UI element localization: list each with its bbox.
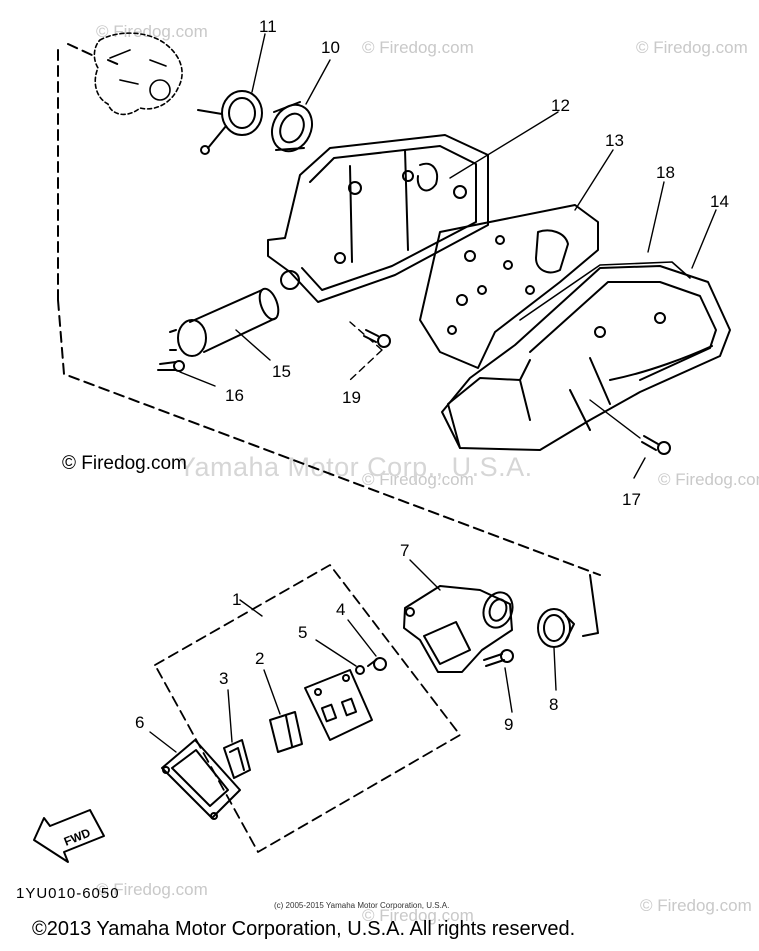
leader-11 [251,33,266,93]
fwd-arrow [33,809,105,863]
part-9-bolt [483,649,514,667]
part-12-case [267,134,489,303]
watermark: © Firedog.com [640,896,752,915]
part-17-screw [641,435,671,455]
callout-11: 11 [259,17,277,36]
part-10-seal [271,101,313,153]
watermark: © Firedog.com [658,470,759,489]
fwd-label: FWD [62,825,93,848]
callout-3: 3 [219,669,228,688]
callout-6: 6 [135,713,144,732]
group-outline-upper [57,43,601,576]
callout-labels: 11 10 12 13 18 14 15 16 19 17 7 1 4 5 2 … [135,17,729,734]
firedog-label: © Firedog.com [62,453,187,474]
leader-17 [589,399,646,479]
callout-14: 14 [710,192,729,211]
callout-10: 10 [321,38,340,57]
callout-15: 15 [272,362,291,381]
part-8-clamp [537,608,575,648]
leader-12 [449,111,559,179]
callout-18: 18 [656,163,675,182]
callout-13: 13 [605,131,624,150]
leader-16 [179,371,216,387]
callout-4: 4 [336,600,345,619]
leader-3 [227,689,233,743]
callout-1: 1 [232,590,241,609]
watermark: © Firedog.com [362,470,474,489]
part-code: 1YU010-6050 [16,885,120,902]
part-11-clip [197,90,263,155]
watermark: © Firedog.com [362,906,474,925]
part-15-tube [169,287,280,357]
part-18-seal [519,261,691,321]
callout-7: 7 [400,541,409,560]
part-7-manifold [403,585,514,673]
leader-1 [239,599,263,617]
leader-14 [691,209,717,269]
reed-valve-body [304,669,373,741]
watermark-center: Yamaha Motor Corp., U.S.A. [178,452,533,482]
group-outline-lower [154,564,461,853]
callout-5: 5 [298,623,307,642]
small-copyright: (c) 2005-2015 Yamaha Motor Corporation, … [274,901,450,910]
leader-5 [315,639,357,667]
callout-2: 2 [255,649,264,668]
leader-4 [347,619,377,657]
callout-16: 16 [225,386,244,405]
leader-13 [574,149,614,211]
watermark: © Firedog.com [96,22,208,41]
leader-10 [305,59,331,105]
leader-8 [553,647,557,691]
leader-6 [149,731,177,753]
part-5-washer [355,665,365,675]
callout-19: 19 [342,388,361,407]
leader-18 [647,181,665,253]
leader-2 [263,669,281,715]
watermark: © Firedog.com [362,38,474,57]
callout-12: 12 [551,96,570,115]
leader-19 [349,321,383,381]
callout-17: 17 [622,490,641,509]
leader-15 [235,329,271,361]
watermark: © Firedog.com [96,880,208,899]
callout-9: 9 [504,715,513,734]
part-16-screw [157,360,185,372]
copyright-footer: ©2013 Yamaha Motor Corporation, U.S.A. A… [32,918,576,940]
part-14-cover [441,265,731,451]
part-3-stopper [223,739,251,779]
leader-9 [504,667,513,713]
leader-7 [409,559,441,591]
part-13-gasket [419,204,599,369]
part-4-screw [367,657,387,671]
callout-8: 8 [549,695,558,714]
part-6-gasket [161,739,241,820]
part-2-reed [269,711,303,753]
carburetor-sketch [93,32,183,116]
watermark: © Firedog.com [636,38,748,57]
group-outline-upper-right [582,574,599,637]
